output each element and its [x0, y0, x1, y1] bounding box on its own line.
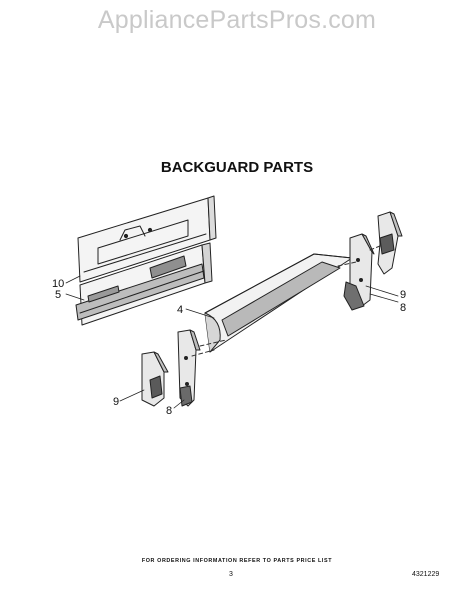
- ordering-note: FOR ORDERING INFORMATION REFER TO PARTS …: [141, 558, 333, 564]
- page-number: 3: [229, 571, 233, 578]
- callout-trim: 4: [177, 304, 183, 316]
- watermark: AppliancePartsPros.com: [97, 6, 377, 34]
- assembly-guide-lines: [191, 245, 381, 357]
- left-bracket: [177, 329, 201, 407]
- document-number: 4321229: [412, 571, 440, 578]
- callout-panel-lower: 5: [55, 289, 61, 301]
- backguard-trim: [204, 253, 353, 353]
- diagram-title: BACKGUARD PARTS: [160, 159, 314, 176]
- callout-panel-upper: 10: [52, 278, 64, 290]
- lower-panel: [75, 242, 213, 326]
- leader-lines: [65, 275, 399, 409]
- right-bracket: [343, 233, 375, 311]
- right-end-cap: [377, 211, 403, 275]
- callout-right-end-cap: 9: [400, 289, 406, 301]
- callout-left-bracket: 8: [166, 405, 172, 417]
- backguard-panel: [77, 195, 217, 283]
- callout-left-end-cap: 9: [113, 396, 119, 408]
- callout-right-bracket: 8: [400, 302, 406, 314]
- left-end-cap: [141, 351, 169, 407]
